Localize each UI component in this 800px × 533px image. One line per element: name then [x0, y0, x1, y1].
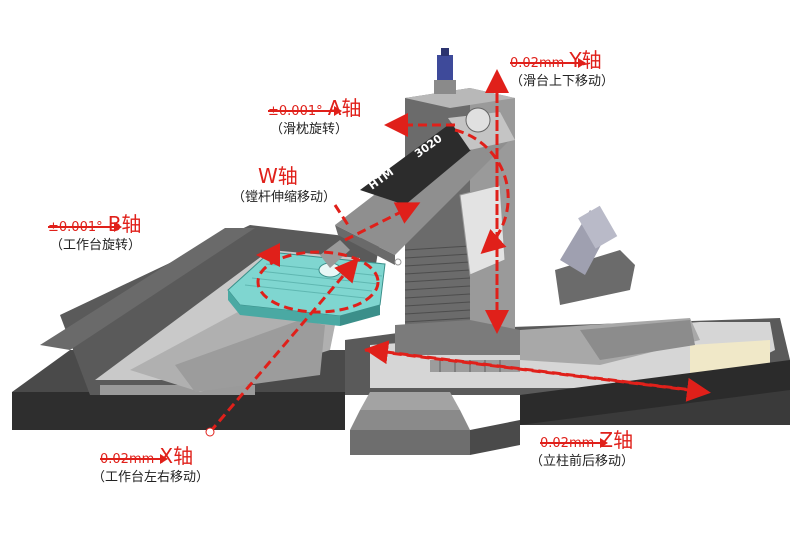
w-axis-desc: （镗杆伸缩移动）: [232, 190, 337, 205]
spindle-motor: [434, 48, 456, 94]
a-axis-name: A轴: [327, 96, 362, 120]
a-axis-label: ±0.001° A轴: [268, 92, 361, 121]
a-axis-desc: （滑枕旋转）: [270, 122, 349, 137]
stairs: [350, 392, 520, 455]
x-axis-label: 0.02mm X轴: [100, 440, 193, 469]
z-axis-label: 0.02mm Z轴: [540, 424, 633, 453]
a-axis-arc: [454, 128, 510, 255]
axis-arrows: [208, 69, 711, 433]
y-axis-desc: （滑台上下移动）: [510, 74, 615, 89]
x-axis-underline: [100, 454, 168, 464]
x-axis-desc: （工作台左右移动）: [92, 470, 210, 485]
w-axis-leader: [333, 204, 352, 229]
b-axis-desc: （工作台旋转）: [50, 238, 142, 253]
w-axis-label: W轴: [258, 160, 298, 189]
b-axis-name: B轴: [107, 212, 142, 236]
w-axis-name: W轴: [258, 164, 298, 188]
b-axis-underline: [48, 222, 122, 232]
chip-conveyor: [555, 205, 635, 305]
y-axis-underline: [510, 58, 586, 68]
a-axis-underline: [268, 106, 342, 116]
x-axis-arrow: [208, 257, 359, 433]
y-axis-label: 0.02mm Y轴: [510, 44, 602, 73]
z-axis-underline: [540, 438, 608, 448]
b-axis-ellipse: [256, 250, 380, 314]
z-axis-desc: （立柱前后移动）: [530, 454, 635, 469]
b-axis-label: ±0.001° B轴: [48, 208, 141, 237]
